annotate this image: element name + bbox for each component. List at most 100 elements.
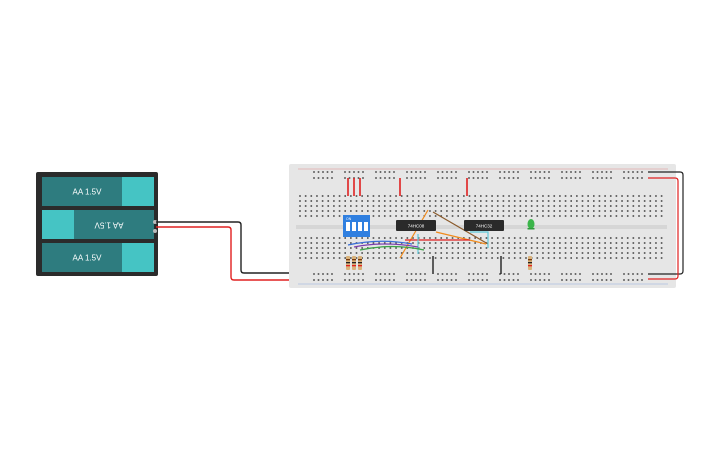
dip-switch[interactable]: ON xyxy=(343,215,370,237)
dip-toggle-2[interactable] xyxy=(352,222,356,231)
breadboard-hole xyxy=(344,171,346,173)
chip-and-gate[interactable]: 74HC08 xyxy=(396,220,436,231)
wire-green-1[interactable] xyxy=(359,245,425,251)
battery-cell-2: AA 1.5V xyxy=(42,210,154,239)
breadboard-hole xyxy=(587,237,589,239)
breadboard-hole xyxy=(564,242,567,244)
breadboard-hole xyxy=(451,247,454,249)
breadboard-hole xyxy=(446,210,448,212)
breadboard-hole xyxy=(615,200,618,202)
breadboard-hole xyxy=(378,215,380,217)
resistor-2[interactable] xyxy=(352,256,356,270)
breadboard-hole xyxy=(513,247,516,249)
breadboard-hole xyxy=(355,205,358,207)
breadboard-hole xyxy=(463,257,465,259)
breadboard-hole xyxy=(472,171,475,173)
breadboard-hole xyxy=(499,171,501,173)
breadboard-hole xyxy=(480,247,482,249)
breadboard-hole xyxy=(525,237,527,239)
dip-toggle-4[interactable] xyxy=(364,222,368,231)
breadboard-hole xyxy=(547,257,550,259)
breadboard-hole xyxy=(643,247,646,249)
wire-orange-1[interactable] xyxy=(399,209,429,259)
breadboard-hole xyxy=(632,273,634,275)
rail-wire-black-right[interactable] xyxy=(648,171,684,275)
breadboard-hole xyxy=(372,210,375,212)
breadboard-hole xyxy=(299,210,301,212)
breadboard-hole xyxy=(496,257,499,259)
breadboard-hole xyxy=(327,205,330,207)
wire-blue-1[interactable] xyxy=(347,240,413,246)
breadboard-hole xyxy=(415,279,417,281)
breadboard-hole xyxy=(344,210,346,212)
breadboard-hole xyxy=(378,257,380,259)
breadboard-hole xyxy=(576,210,578,212)
resistor-4[interactable] xyxy=(528,256,532,270)
breadboard-hole xyxy=(576,242,578,244)
wire-brown-1[interactable] xyxy=(432,211,489,245)
breadboard-hole xyxy=(429,200,431,202)
wire-cyan-2[interactable] xyxy=(470,231,489,248)
breadboard-hole xyxy=(304,237,307,239)
breadboard-hole xyxy=(424,177,426,179)
breadboard-hole xyxy=(434,242,437,244)
resistor-3[interactable] xyxy=(358,256,362,270)
breadboard-hole xyxy=(530,273,532,275)
breadboard-hole xyxy=(379,273,382,275)
breadboard-hole xyxy=(350,247,352,249)
breadboard-hole xyxy=(592,273,594,275)
breadboard-hole xyxy=(412,210,414,212)
battery-terminal-pos[interactable] xyxy=(153,229,157,233)
rail-wire-red-right[interactable] xyxy=(648,177,679,280)
breadboard-hole xyxy=(536,200,539,202)
breadboard-hole xyxy=(344,273,346,275)
breadboard-hole xyxy=(474,200,476,202)
breadboard-hole xyxy=(491,257,493,259)
breadboard-hole xyxy=(474,257,476,259)
breadboard-hole xyxy=(596,171,599,173)
breadboard-hole xyxy=(641,279,643,281)
breadboard-hole xyxy=(412,237,414,239)
battery-wire-black[interactable] xyxy=(156,221,316,274)
breadboard-hole xyxy=(310,195,313,197)
breadboard-hole xyxy=(415,177,417,179)
breadboard-hole xyxy=(434,205,437,207)
breadboard-hole xyxy=(512,273,515,275)
battery-pack[interactable]: AA 1.5V AA 1.5V AA 1.5V xyxy=(36,172,158,276)
breadboard-hole xyxy=(451,200,454,202)
breadboard-hole xyxy=(299,252,301,254)
breadboard-hole xyxy=(338,237,341,239)
breadboard-hole xyxy=(299,242,301,244)
wire-purple-1[interactable] xyxy=(353,243,419,248)
breadboard-hole xyxy=(468,205,471,207)
breadboard-hole xyxy=(565,177,568,179)
breadboard-hole xyxy=(440,252,443,254)
dip-toggle-3[interactable] xyxy=(358,222,362,231)
breadboard-hole xyxy=(502,252,505,254)
resistor-1[interactable] xyxy=(346,256,350,270)
breadboard-hole xyxy=(502,242,505,244)
dip-toggle-1[interactable] xyxy=(346,222,350,231)
breadboard-hole xyxy=(576,205,578,207)
breadboard-hole xyxy=(423,195,426,197)
breadboard-hole xyxy=(638,242,640,244)
battery-wire-red[interactable] xyxy=(156,226,316,281)
wire-orange-2[interactable] xyxy=(435,231,487,245)
chip-or-gate[interactable]: 74HC32 xyxy=(464,220,504,231)
breadboard-hole xyxy=(553,200,556,202)
breadboard-hole xyxy=(338,242,341,244)
breadboard-hole xyxy=(576,237,578,239)
breadboard-hole xyxy=(406,257,409,259)
breadboard-hole xyxy=(496,237,499,239)
breadboard-hole xyxy=(561,273,563,275)
breadboard-hole xyxy=(486,177,488,179)
breadboard-hole xyxy=(388,177,391,179)
breadboard-hole xyxy=(485,200,488,202)
breadboard-hole xyxy=(604,200,606,202)
led-green[interactable] xyxy=(527,219,535,230)
breadboard-hole xyxy=(446,171,448,173)
breadboard-hole xyxy=(440,237,443,239)
breadboard-hole xyxy=(536,247,539,249)
battery-terminal-neg[interactable] xyxy=(153,220,157,224)
breadboard-hole xyxy=(327,195,330,197)
